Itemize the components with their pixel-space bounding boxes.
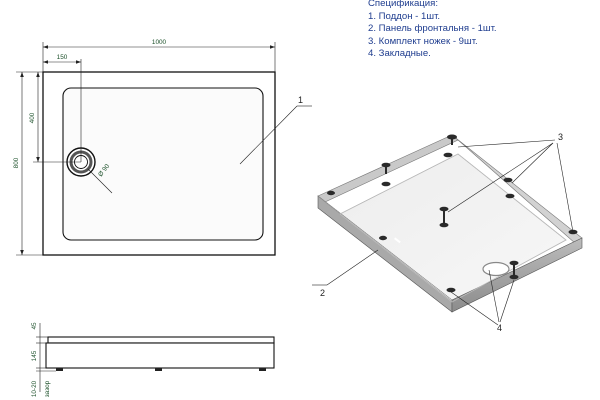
specification-item-4: 4. Закладные. xyxy=(368,48,431,60)
callout-1-leader xyxy=(239,105,298,165)
leg-3-stem xyxy=(385,165,387,174)
tray-body-side xyxy=(45,342,275,369)
callout-3-label: 3 xyxy=(558,132,563,142)
dimension-drain-offset-y xyxy=(33,72,81,163)
leg-13 xyxy=(446,287,456,293)
specification-block: Спецификация: 1. Поддон - 1шт. 2. Панель… xyxy=(368,0,598,61)
panel-clip-1 xyxy=(394,237,401,244)
dimension-width xyxy=(42,42,276,72)
basin-outline xyxy=(62,87,264,241)
leg-8 xyxy=(439,222,449,228)
leg-12 xyxy=(509,274,519,280)
foot-middle xyxy=(155,368,162,371)
right-front-face xyxy=(451,237,583,313)
callout-4-label: 4 xyxy=(497,323,502,333)
width-label: 1000 xyxy=(152,39,167,46)
leg-6 xyxy=(505,193,515,199)
leg-5 xyxy=(503,177,513,183)
drain-offset-y-label: 400 xyxy=(29,112,36,123)
diameter-leader xyxy=(87,168,113,194)
leg-10 xyxy=(379,235,387,241)
callout-3-leaders xyxy=(447,139,574,233)
panel-clip-2 xyxy=(393,173,401,179)
callout-1-label: 1 xyxy=(298,95,303,105)
dimension-depth xyxy=(16,71,43,256)
specification-item-2: 2. Панель фронтальня - 1шт. xyxy=(368,23,497,35)
basin-edge xyxy=(339,153,567,303)
rim-height-label: 45 xyxy=(31,322,38,330)
tray-height-label: 145 xyxy=(31,350,38,361)
gap-label: зазор xyxy=(44,380,51,397)
top-view xyxy=(42,71,276,256)
depth-label: 800 xyxy=(13,157,20,168)
leg-7-stem xyxy=(443,209,445,223)
callout-2-leader xyxy=(312,249,379,286)
specification-title: Спецификация: xyxy=(368,0,439,9)
foot-left xyxy=(56,368,63,371)
drain-offset-x-label: 150 xyxy=(57,54,68,61)
tray-rim xyxy=(47,336,275,344)
drain-opening xyxy=(482,261,510,277)
leg-14 xyxy=(327,190,335,196)
callout-2-label: 2 xyxy=(320,288,325,298)
leg-11-stem xyxy=(513,263,515,275)
gap-range-label: 10-20 xyxy=(31,380,38,397)
foot-right xyxy=(259,368,266,371)
isometric-view xyxy=(317,134,583,313)
dimension-drain-offset-x xyxy=(43,59,82,162)
leg-group xyxy=(327,134,578,293)
side-view xyxy=(45,336,275,371)
callout-4-leaders xyxy=(450,269,515,326)
leg-4 xyxy=(381,181,391,187)
specification-item-1: 1. Поддон - 1шт. xyxy=(368,10,441,22)
leg-2 xyxy=(443,152,453,158)
leg-1-stem xyxy=(451,137,453,145)
dimension-side xyxy=(36,323,56,392)
specification-item-3: 3. Комплект ножек - 9шт. xyxy=(368,35,478,47)
